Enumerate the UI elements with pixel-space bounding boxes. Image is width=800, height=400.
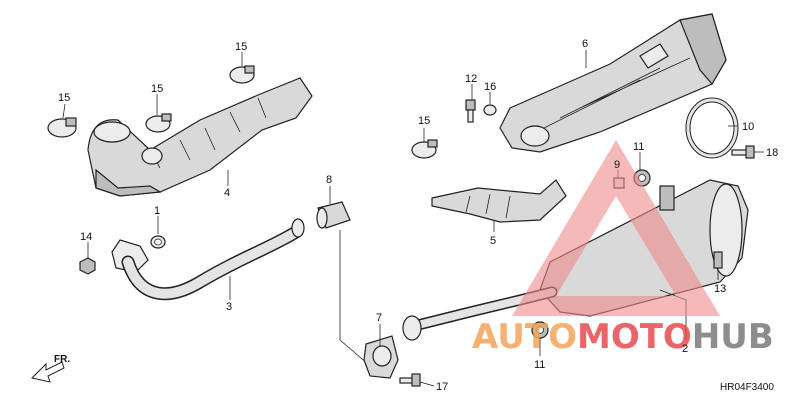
bolt-17 (399, 373, 421, 387)
callout-18: 18 (766, 147, 778, 159)
callout-13: 13 (714, 283, 726, 295)
watermark-triangle-icon (512, 140, 720, 316)
drawing-code: HR04F3400 (720, 382, 774, 393)
gasket (150, 235, 166, 249)
callout-10: 10 (742, 121, 754, 133)
joint-collar (316, 201, 351, 229)
rubber-grommet-11-b (531, 321, 549, 339)
exhaust-clamp (363, 335, 399, 379)
band-clamp-15-d (411, 139, 438, 159)
callout-4: 4 (224, 187, 230, 199)
callout-6: 6 (582, 38, 588, 50)
band-clamp-15-c (229, 65, 255, 84)
callout-5: 5 (490, 235, 496, 247)
watermark-auto: AUTO (472, 317, 577, 357)
watermark-moto: MOTO (577, 317, 692, 357)
exhaust-pipe (111, 218, 305, 301)
callout-9: 9 (614, 159, 620, 171)
exhaust-pipe-protector (87, 77, 313, 197)
callout-2: 2 (682, 343, 688, 355)
callout-15-d: 15 (418, 115, 430, 127)
rubber-13 (713, 251, 723, 269)
bolt-18 (731, 145, 755, 159)
callout-11-a: 11 (633, 141, 644, 153)
callout-16: 16 (484, 81, 496, 93)
front-arrow-icon (31, 361, 65, 383)
callout-17: 17 (436, 381, 448, 393)
svg-text:AUTOMOTOHUB: AUTOMOTOHUB (472, 317, 774, 357)
muffler-band (685, 97, 739, 159)
callout-15-a: 15 (58, 92, 70, 104)
callout-3: 3 (226, 301, 232, 313)
callout-15-c: 15 (235, 41, 247, 53)
watermark: AUTOMOTOHUB (472, 140, 774, 357)
front-label: FR. (54, 354, 70, 365)
callout-11-b: 11 (534, 359, 545, 371)
muffler-heat-shield (499, 13, 727, 153)
callout-1: 1 (154, 205, 160, 217)
callout-8: 8 (326, 174, 332, 186)
band-clamp-15-b (145, 113, 172, 133)
washer-16 (483, 104, 497, 116)
callout-15-b: 15 (151, 83, 163, 95)
callout-14: 14 (80, 231, 92, 243)
front-direction-indicator: FR. (31, 354, 70, 383)
callout-labels: 15 15 15 15 4 1 14 3 8 12 16 6 10 18 9 1… (58, 38, 778, 393)
watermark-hub: HUB (692, 317, 774, 357)
callout-12: 12 (465, 73, 477, 85)
band-clamp-15-a (47, 117, 77, 138)
callout-7: 7 (376, 312, 382, 324)
bolt-12 (465, 99, 476, 123)
joint-protector (431, 179, 567, 223)
flange-nut (79, 257, 96, 275)
